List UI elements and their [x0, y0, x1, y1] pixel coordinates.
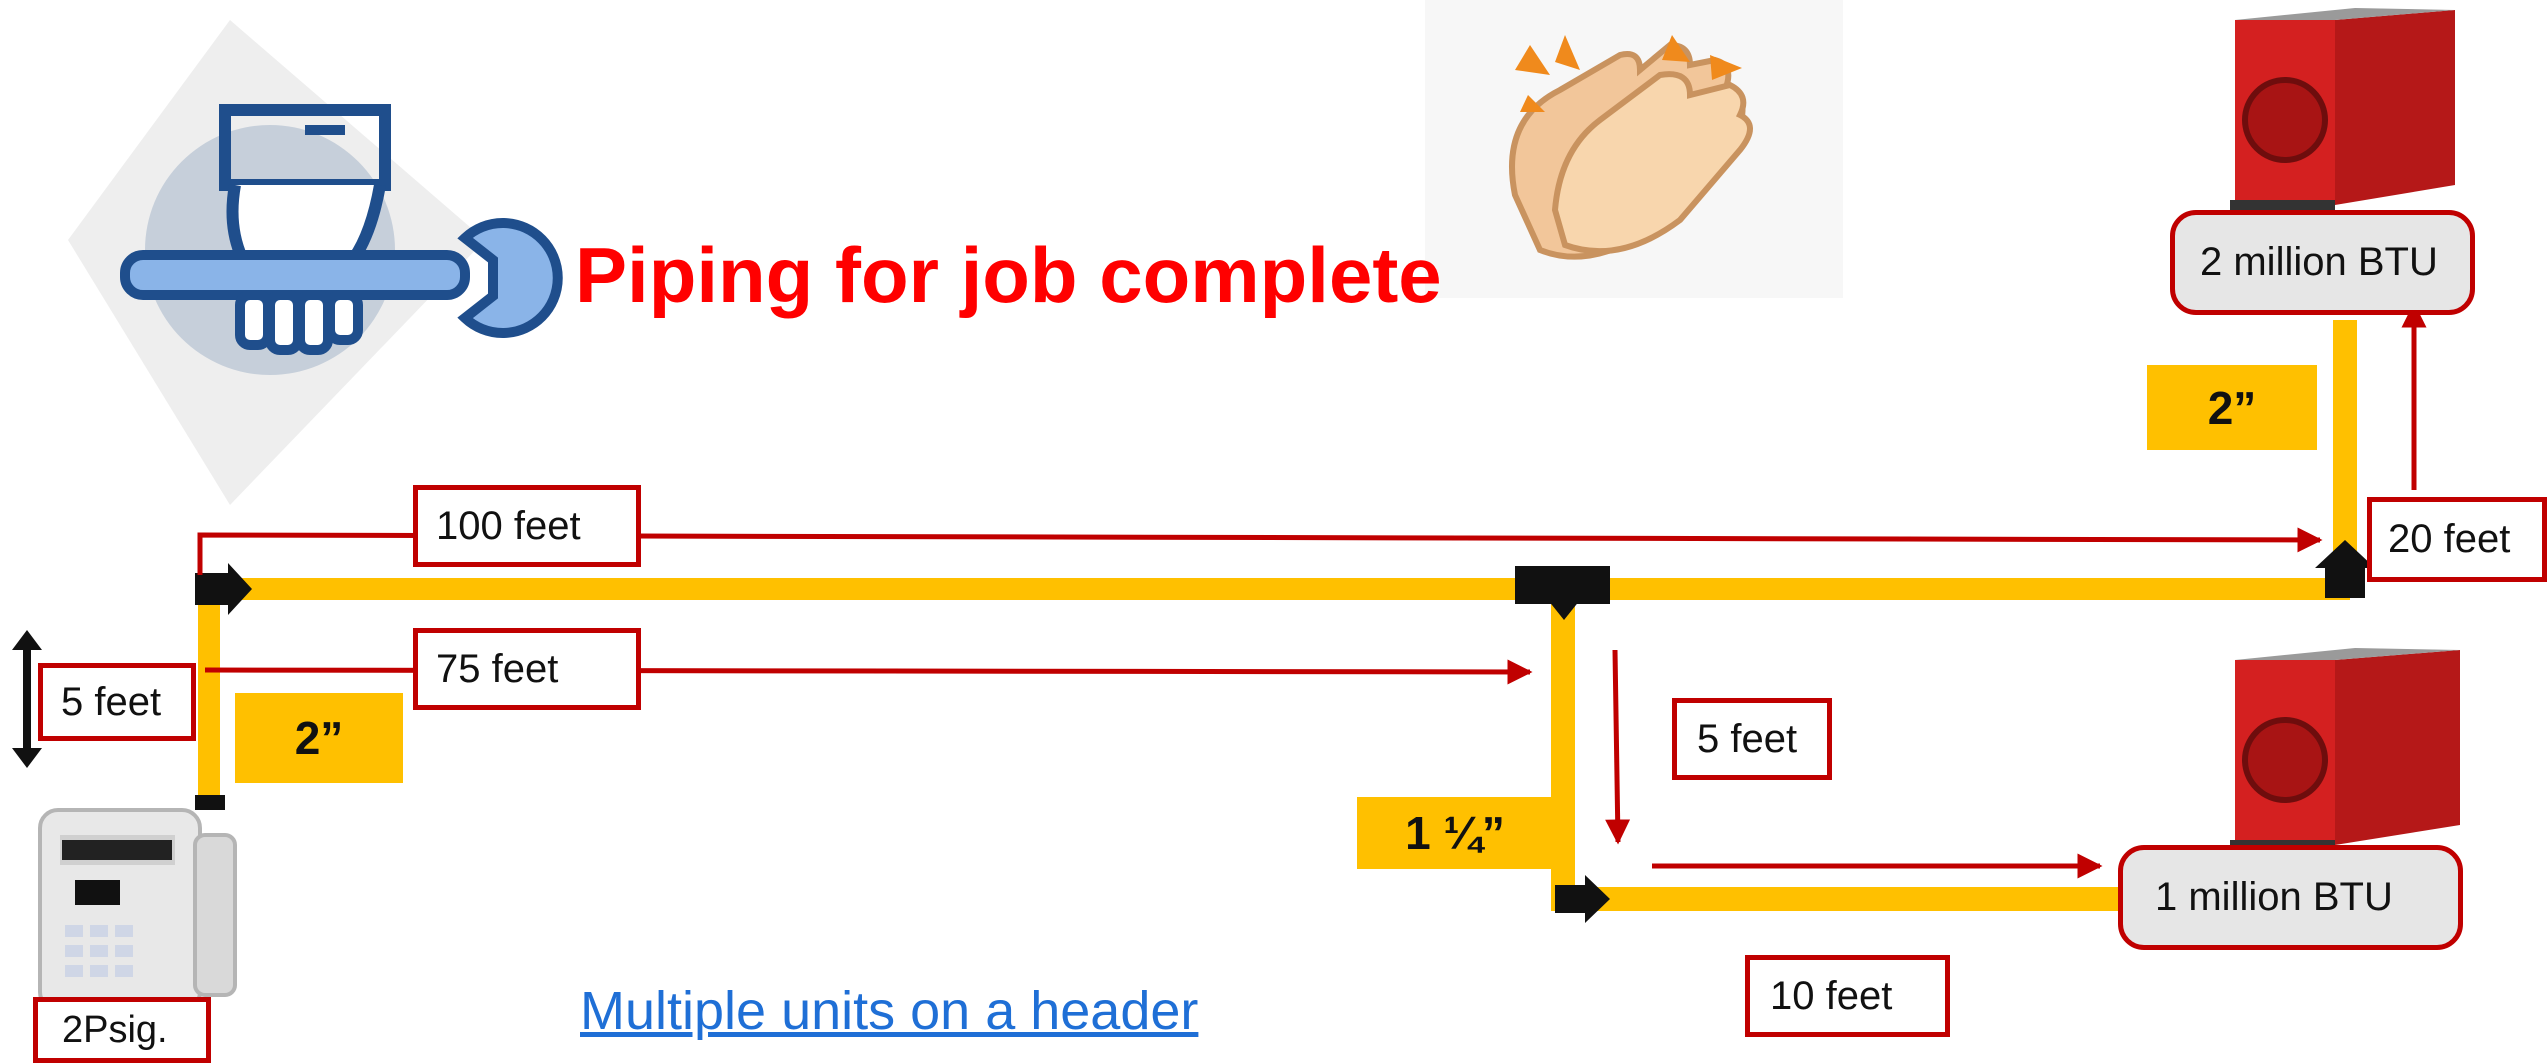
tee-down-arrow-icon	[1548, 600, 1580, 620]
meter-connector	[195, 795, 225, 810]
branch-pipe-size-label: 1 ¼”	[1357, 797, 1553, 869]
hand-wrench-icon	[68, 20, 563, 505]
heater-unit-icon	[2230, 648, 2460, 850]
riser-height-arrow	[12, 630, 42, 768]
pipe-fittings	[195, 540, 2375, 923]
branch-drop-pipe	[1551, 590, 1575, 900]
unit-riser-distance-label: 20 feet	[2367, 497, 2547, 582]
heater-unit-icon	[2230, 8, 2455, 210]
branch-run-pipe	[1551, 887, 2119, 911]
meter-pressure-label: 2Psig.	[33, 997, 211, 1063]
gas-pipes	[198, 320, 2357, 911]
branch-run-distance-label: 75 feet	[413, 628, 641, 710]
riser-distance-label: 5 feet	[38, 663, 196, 741]
branch-drop-distance-label: 5 feet	[1672, 698, 1832, 780]
page-title: Piping for job complete	[575, 231, 1442, 319]
lower-elbow-icon	[1555, 875, 1610, 923]
tee-fitting	[1515, 566, 1610, 604]
elbow-fitting-icon	[195, 563, 252, 615]
upper-elbow-icon	[2315, 540, 2375, 598]
lower-unit-capacity-label: 1 million BTU	[2118, 845, 2463, 950]
main-header-pipe	[200, 578, 2350, 600]
multiple-units-link[interactable]: Multiple units on a header	[580, 981, 1199, 1041]
upper-unit-capacity-label: 2 million BTU	[2170, 210, 2475, 315]
main-pipe-size-label: 2”	[235, 693, 403, 783]
clapping-hands-icon	[1425, 0, 1843, 298]
riser-pipe	[198, 590, 220, 805]
branch-end-distance-label: 10 feet	[1745, 955, 1950, 1037]
gas-meter-icon	[38, 808, 237, 1012]
upper-unit-pipe-size-label: 2”	[2147, 365, 2317, 450]
main-run-distance-label: 100 feet	[413, 485, 641, 567]
